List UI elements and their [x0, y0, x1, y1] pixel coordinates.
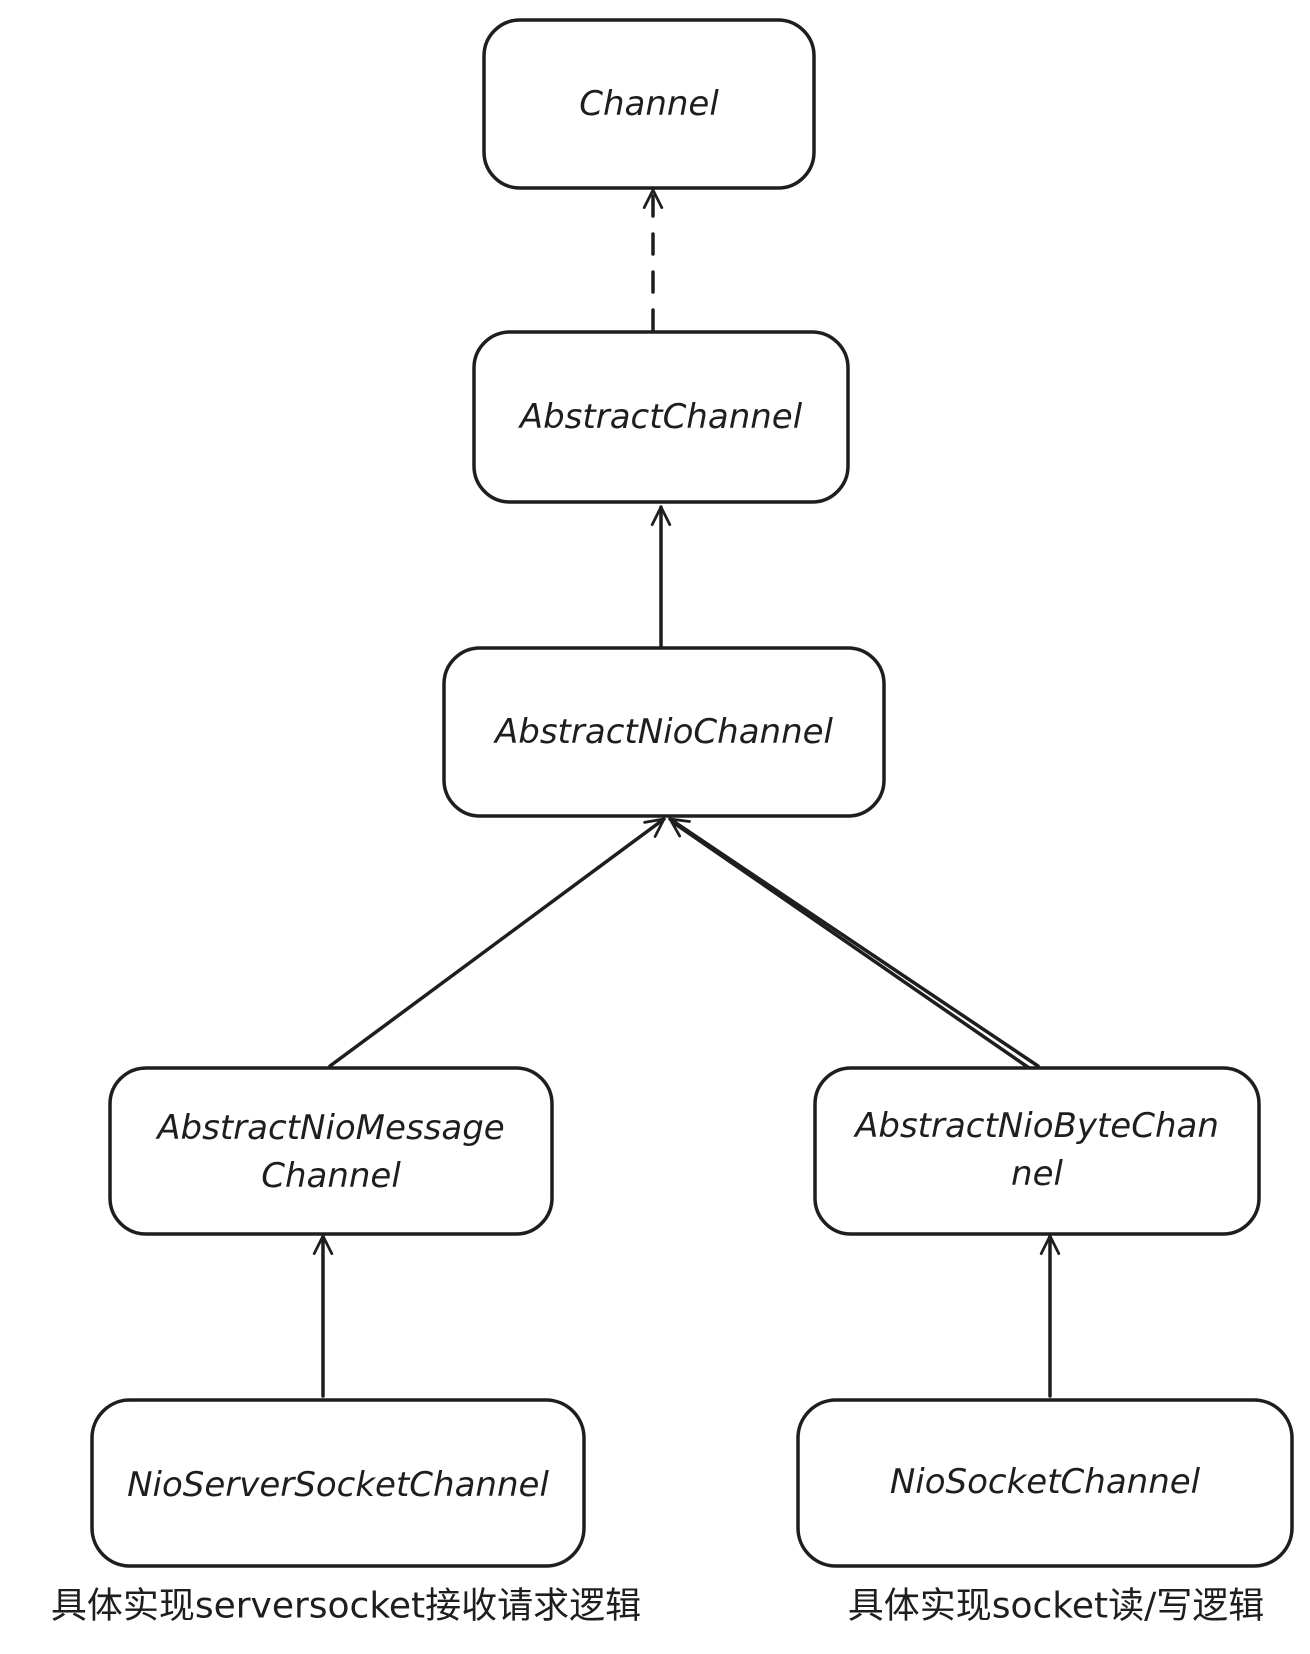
- caption-socket-note: 具体实现socket读/写逻辑: [848, 1586, 1265, 1627]
- node-abstract-nio-channel: AbstractNioChannel: [442, 646, 886, 818]
- edge-abstract-nio-byte-channel-to-abstract-nio-channel-stroke2: [672, 821, 1034, 1072]
- node-abstract-nio-byte-channel-label-line1: AbstractNioByteChan: [853, 1106, 1219, 1146]
- edge-abstract-nio-message-channel-to-abstract-nio-channel: [328, 817, 666, 1068]
- node-abstract-channel: AbstractChannel: [472, 330, 850, 504]
- node-nio-server-socket-channel: NioServerSocketChannel: [90, 1398, 586, 1568]
- node-abstract-nio-byte-channel: AbstractNioByteChan nel: [813, 1066, 1261, 1236]
- edge-abstract-nio-byte-channel-to-abstract-nio-channel: [668, 817, 1040, 1068]
- node-abstract-nio-message-channel-label-line2: Channel: [261, 1156, 401, 1196]
- node-channel-label: Channel: [579, 84, 719, 124]
- node-abstract-nio-byte-channel-label-line2: nel: [1011, 1154, 1063, 1194]
- node-abstract-channel-label: AbstractChannel: [518, 397, 803, 437]
- node-abstract-nio-message-channel-label-line1: AbstractNioMessage: [155, 1108, 504, 1148]
- node-abstract-nio-channel-label: AbstractNioChannel: [493, 712, 834, 752]
- node-channel: Channel: [482, 18, 816, 190]
- node-abstract-nio-message-channel: AbstractNioMessage Channel: [108, 1066, 554, 1236]
- node-nio-server-socket-channel-label: NioServerSocketChannel: [127, 1465, 549, 1505]
- caption-server-socket-note: 具体实现serversocket接收请求逻辑: [51, 1586, 641, 1627]
- node-nio-socket-channel-label: NioSocketChannel: [890, 1462, 1201, 1502]
- node-nio-socket-channel: NioSocketChannel: [796, 1398, 1294, 1568]
